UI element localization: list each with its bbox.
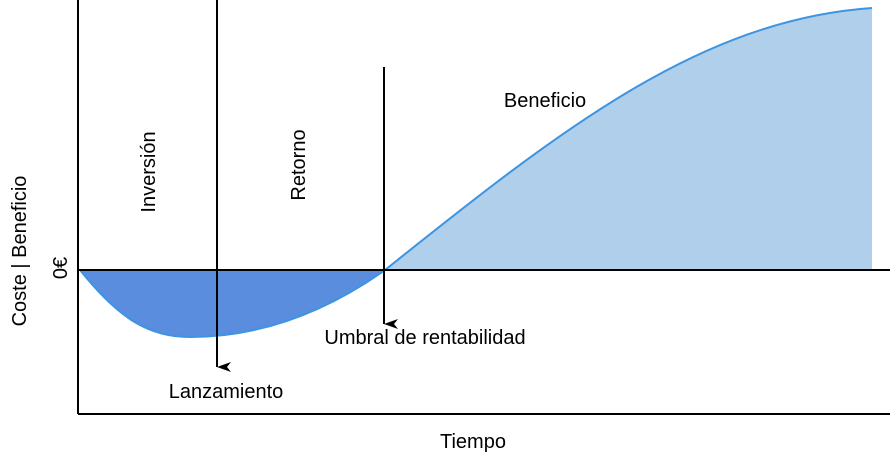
y-axis-label: Coste | Beneficio (9, 176, 31, 327)
launch-label: Lanzamiento (169, 381, 284, 403)
profit-region (385, 8, 872, 270)
cost-region (80, 270, 385, 337)
x-axis-label: Tiempo (440, 431, 506, 453)
cost-benefit-curve (79, 7, 873, 339)
break-even-label: Umbral de rentabilidad (324, 327, 525, 349)
investment-phase-label: Inversión (138, 131, 160, 212)
profit-region-label: Beneficio (504, 90, 586, 112)
zero-label: 0€ (50, 257, 72, 279)
return-phase-label: Retorno (288, 129, 310, 200)
